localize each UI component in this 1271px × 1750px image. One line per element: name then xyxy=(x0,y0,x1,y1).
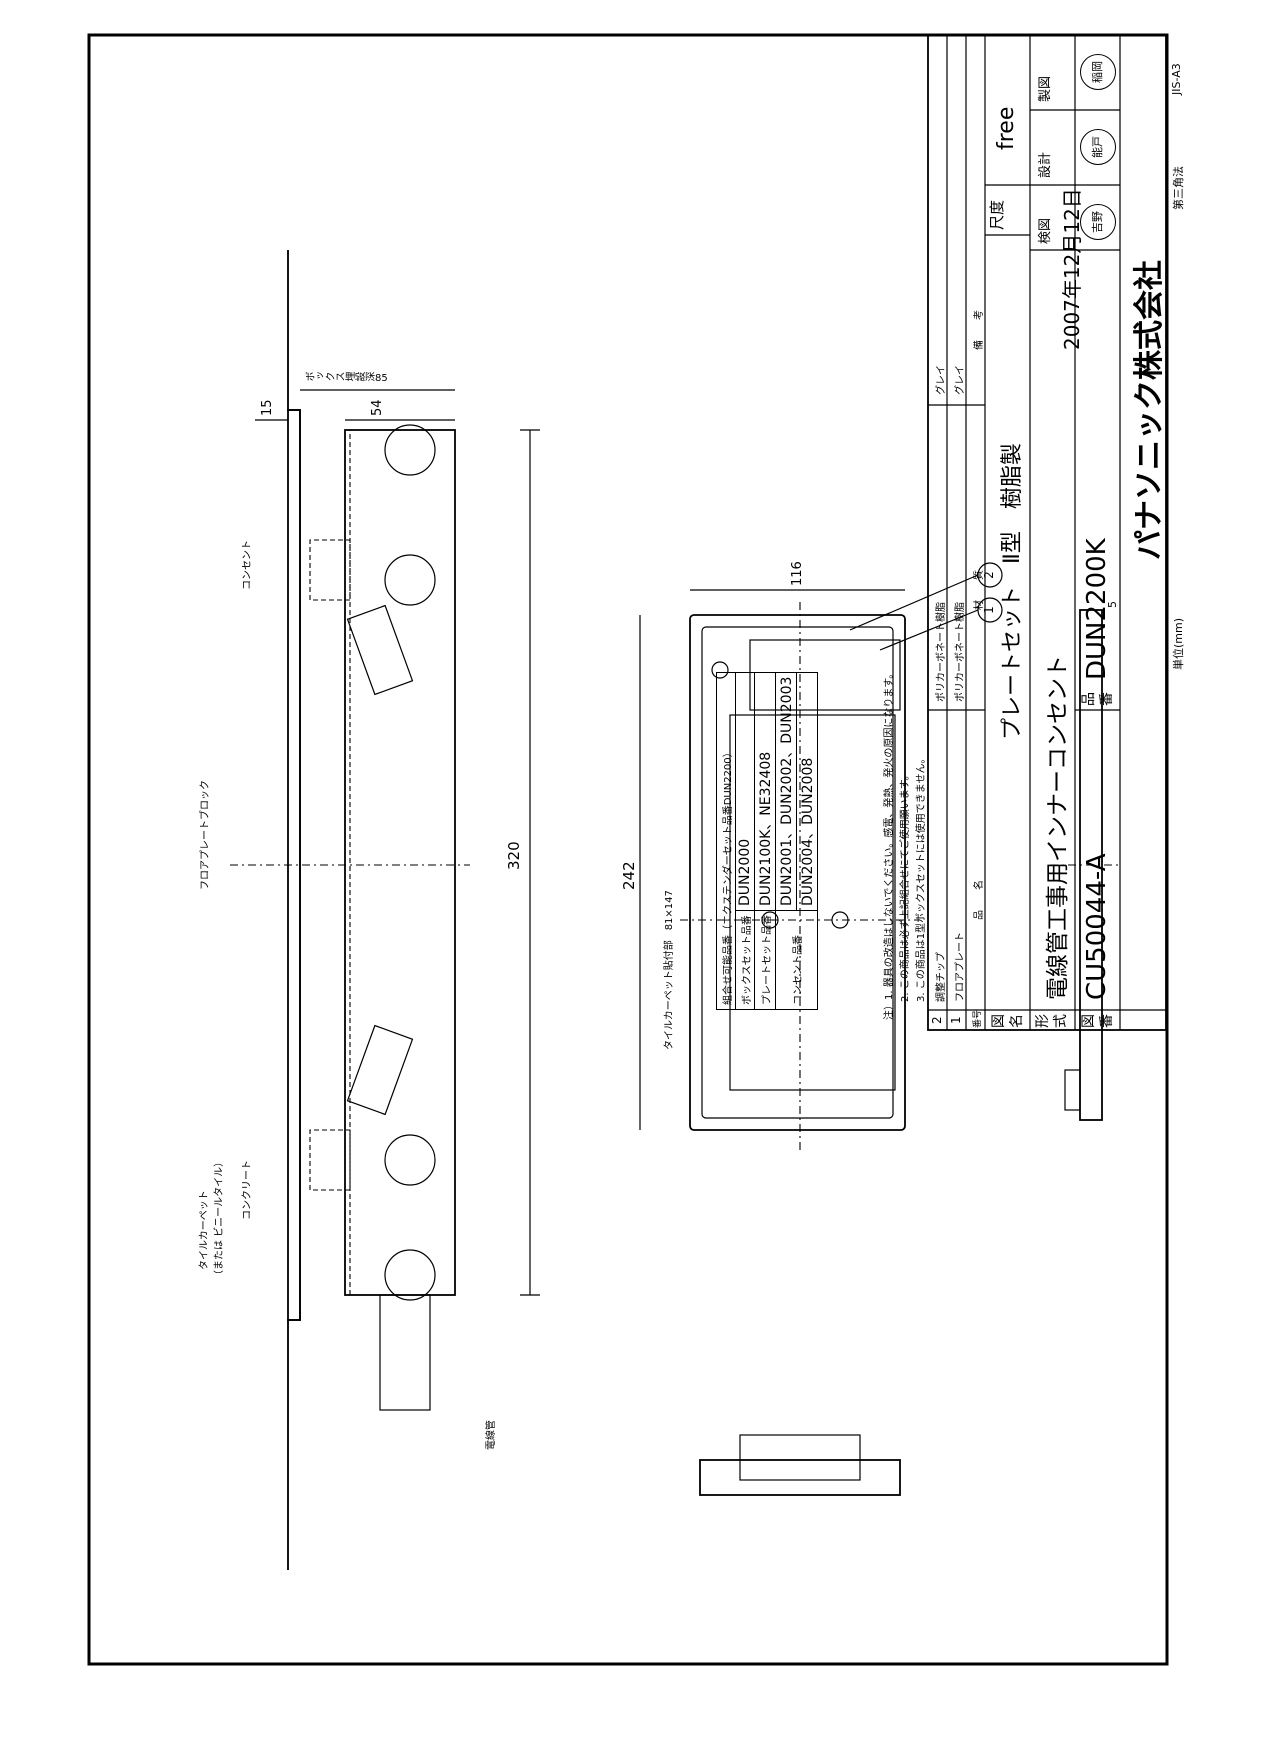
dim-15: 15 xyxy=(260,399,275,416)
end-body xyxy=(699,1459,901,1496)
balloon-2-text: 2 xyxy=(982,571,996,579)
knockout-4 xyxy=(384,1249,436,1301)
dim-242: 242 xyxy=(620,861,638,890)
knockout-1 xyxy=(384,424,436,476)
dim-5: 5 xyxy=(1106,601,1119,608)
label-tile-area: タイルカーペット貼付部 81×147 xyxy=(664,890,675,1050)
title-block xyxy=(927,34,1167,1031)
dim-116: 116 xyxy=(790,561,805,586)
knockout-3 xyxy=(384,1134,436,1186)
outlet-right-plug xyxy=(346,1024,414,1116)
outlet-right xyxy=(309,1129,351,1191)
end-tab xyxy=(739,1434,861,1481)
side-tab xyxy=(1064,1069,1081,1111)
chip-screw xyxy=(711,661,729,679)
section-view xyxy=(230,250,540,1570)
adjust-chip xyxy=(749,639,901,711)
tile-area xyxy=(729,714,896,1091)
label-conduit: 電線管 xyxy=(486,1420,497,1450)
plate-inner xyxy=(701,626,894,1119)
label-concrete: コンクリート xyxy=(242,1160,253,1220)
balloon-1-text: 1 xyxy=(982,606,996,614)
label-floor-plate-block: フロアプレートブロック xyxy=(200,780,211,890)
dim-320: 320 xyxy=(505,841,523,870)
label-concent: コンセント xyxy=(242,540,253,590)
outlet-left xyxy=(309,539,351,601)
plan-view xyxy=(639,562,1003,1150)
label-tile-carpet: タイルカーペット xyxy=(199,1190,210,1270)
side-view xyxy=(1050,609,1120,1121)
drawing-border xyxy=(87,33,1169,1666)
dim-box-depth: ボックス埋設深85 xyxy=(305,373,388,384)
plate-outline xyxy=(689,614,906,1131)
outlet-left-plug xyxy=(346,604,414,696)
dim-54: 54 xyxy=(370,399,385,416)
knockout-2 xyxy=(384,554,436,606)
end-view xyxy=(699,1434,901,1496)
conduit xyxy=(379,1294,431,1411)
label-tile-carpet-alt: （または ビニールタイル） xyxy=(214,1156,225,1280)
